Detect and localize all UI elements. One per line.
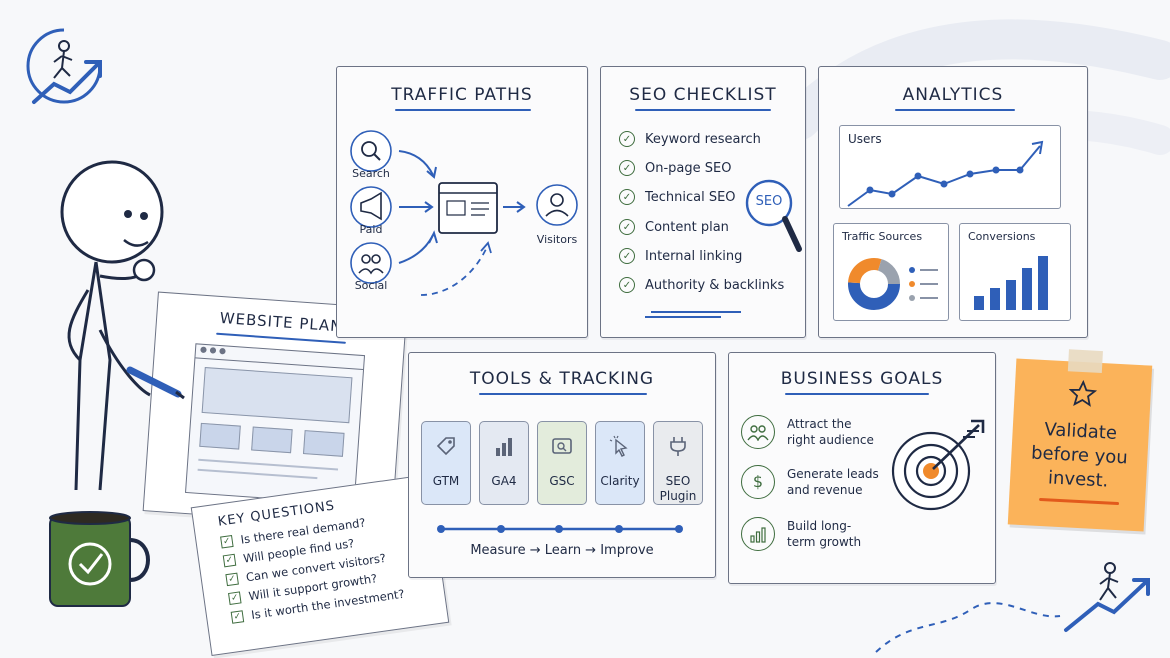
traffic-paths-card: TRAFFIC PATHS Search Paid Social Visitor… xyxy=(336,66,588,338)
target-icon xyxy=(891,419,985,511)
source-label-search: Search xyxy=(352,167,390,180)
conversions-panel: Conversions xyxy=(959,223,1071,321)
magnifier-icon xyxy=(745,179,802,252)
growth-chart-icon xyxy=(741,517,775,551)
measure-learn-improve: Measure → Learn → Improve xyxy=(470,543,654,558)
seo-checklist-item: ✓Content plan xyxy=(619,219,729,235)
tool-ga4: GA4 xyxy=(479,421,529,505)
business-goals-title: BUSINESS GOALS xyxy=(780,369,944,389)
users-label: Users xyxy=(848,132,882,146)
source-label-social: Social xyxy=(354,279,388,292)
checklist-scribble xyxy=(651,311,741,313)
conversions-bar-chart xyxy=(974,256,1048,310)
tag-icon xyxy=(434,432,458,460)
tape xyxy=(1067,349,1103,374)
climbing-growth-icon xyxy=(875,562,1150,653)
users-line-chart xyxy=(847,140,1044,207)
goal-item: Build long-term growth xyxy=(741,517,879,551)
cursor-click-icon xyxy=(608,432,632,460)
coffee-mug-icon xyxy=(49,511,150,607)
pen-icon xyxy=(126,366,185,400)
tools-tracking-title: TOOLS & TRACKING xyxy=(469,369,655,389)
seo-checklist-item: ✓On-page SEO xyxy=(619,160,731,176)
seo-checklist-item: ✓Authority & backlinks xyxy=(619,277,784,293)
users-chart-panel: Users xyxy=(839,125,1061,209)
seo-checklist-item: ✓Technical SEO xyxy=(619,189,736,205)
wireframe: ● ● ● xyxy=(184,343,366,505)
conversions-label: Conversions xyxy=(968,230,1036,243)
goal-item: $ Generate leads and revenue xyxy=(741,465,879,499)
hero-image-placeholder xyxy=(201,367,353,424)
seo-checklist-item: ✓Keyword research xyxy=(619,131,761,147)
traffic-paths-title: TRAFFIC PATHS xyxy=(391,85,533,105)
tool-seo-plugin: SEO Plugin xyxy=(653,421,703,505)
sticky-note-text: Validate before you invest. xyxy=(1030,419,1129,492)
thinking-stick-figure xyxy=(60,160,164,491)
analytics-card: ANALYTICS Users Traffic Sources Conversi… xyxy=(818,66,1088,338)
search-console-icon xyxy=(550,432,574,460)
traffic-sources-label: Traffic Sources xyxy=(842,230,923,243)
goal-item: Attract the right audience xyxy=(741,415,879,449)
tool-gsc: GSC xyxy=(537,421,587,505)
sticky-note: Validate before you invest. xyxy=(1007,349,1153,532)
seo-checklist-item: ✓Internal linking xyxy=(619,248,742,264)
analytics-title: ANALYTICS xyxy=(902,85,1004,105)
tracking-timeline xyxy=(437,525,683,533)
seo-badge: SEO xyxy=(755,194,783,209)
star-icon xyxy=(1068,379,1098,407)
traffic-donut-chart xyxy=(848,258,938,310)
traffic-flow-diagram xyxy=(350,130,578,296)
source-label-paid: Paid xyxy=(359,223,383,236)
dollar-icon: $ xyxy=(741,465,775,499)
seo-checklist-title: SEO CHECKLIST xyxy=(629,85,777,105)
tool-clarity: Clarity xyxy=(595,421,645,505)
tool-gtm: GTM xyxy=(421,421,471,505)
traffic-sources-panel: Traffic Sources xyxy=(833,223,949,321)
business-goals-card: BUSINESS GOALS Attract the right audienc… xyxy=(728,352,996,584)
tools-tracking-card: TOOLS & TRACKING GTM GA4 GSC Clarity SEO… xyxy=(408,352,716,578)
visitors-label: Visitors xyxy=(536,233,578,246)
seo-checklist-card: SEO CHECKLIST ✓Keyword research ✓On-page… xyxy=(600,66,806,338)
audience-icon xyxy=(741,415,775,449)
bar-chart-icon xyxy=(492,432,516,460)
plug-icon xyxy=(666,432,690,460)
growth-logo-icon xyxy=(26,28,102,104)
